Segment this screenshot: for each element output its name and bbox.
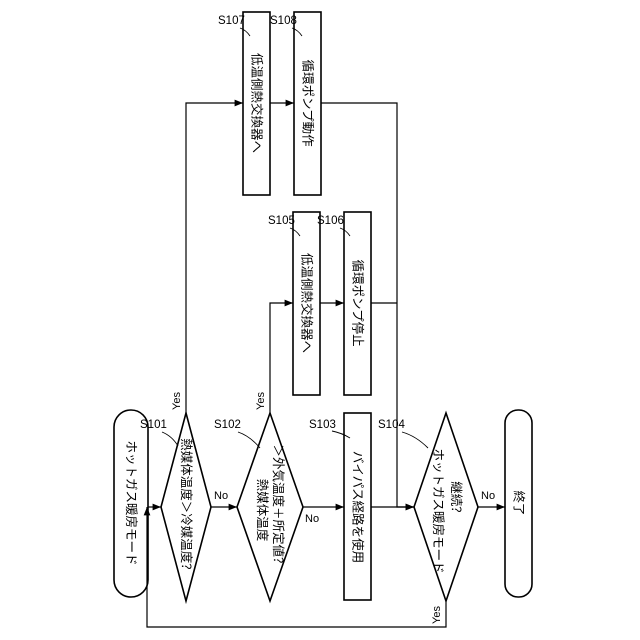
step-s104: S104 [378,419,405,431]
step-s105: S105 [268,215,295,227]
s102-no-label: No [305,513,319,525]
s101-no-label: No [214,490,228,502]
s102-label-line2: ＞外気温度＋所定値？ [271,444,286,569]
step-s107: S107 [218,15,245,27]
s107-label: 低温側熱交換器へ [250,53,265,153]
end-label: 終了 [512,490,527,515]
s108-label: 循環ポンプ動作 [301,59,315,147]
step-s103: S103 [309,419,336,431]
step-s104-leader [402,432,428,448]
step-s102: S102 [214,419,241,431]
s104-label-line1: ホットガス暖房モード [431,448,446,573]
step-s101: S101 [140,419,167,431]
s102-yes-arrow [270,303,293,413]
s106-label: 循環ポンプ停止 [351,259,366,346]
s103-label: バイパス経路を使用 [351,451,366,563]
step-s106: S106 [317,215,344,227]
s101-label: 熱媒体温度＞冷媒温度？ [179,438,194,576]
s104-no-label: No [481,490,495,502]
step-s101-leader [162,432,178,446]
s104-decision [414,413,478,601]
s102-decision [237,413,303,601]
step-s102-leader [238,432,260,448]
start-label: ホットガス暖房モード [124,440,139,565]
s104-yes-label: Yes [431,606,443,624]
s105-label: 低温側熱交換器へ [300,253,315,353]
s101-yes-arrow [186,103,243,413]
s101-yes-label: Yes [171,392,183,410]
s104-label-line2: 継続？ [449,481,464,519]
step-s108: S108 [270,15,297,27]
s102-yes-label: Yes [255,392,267,410]
s102-label-line1: 熱媒体温度 [255,479,270,542]
